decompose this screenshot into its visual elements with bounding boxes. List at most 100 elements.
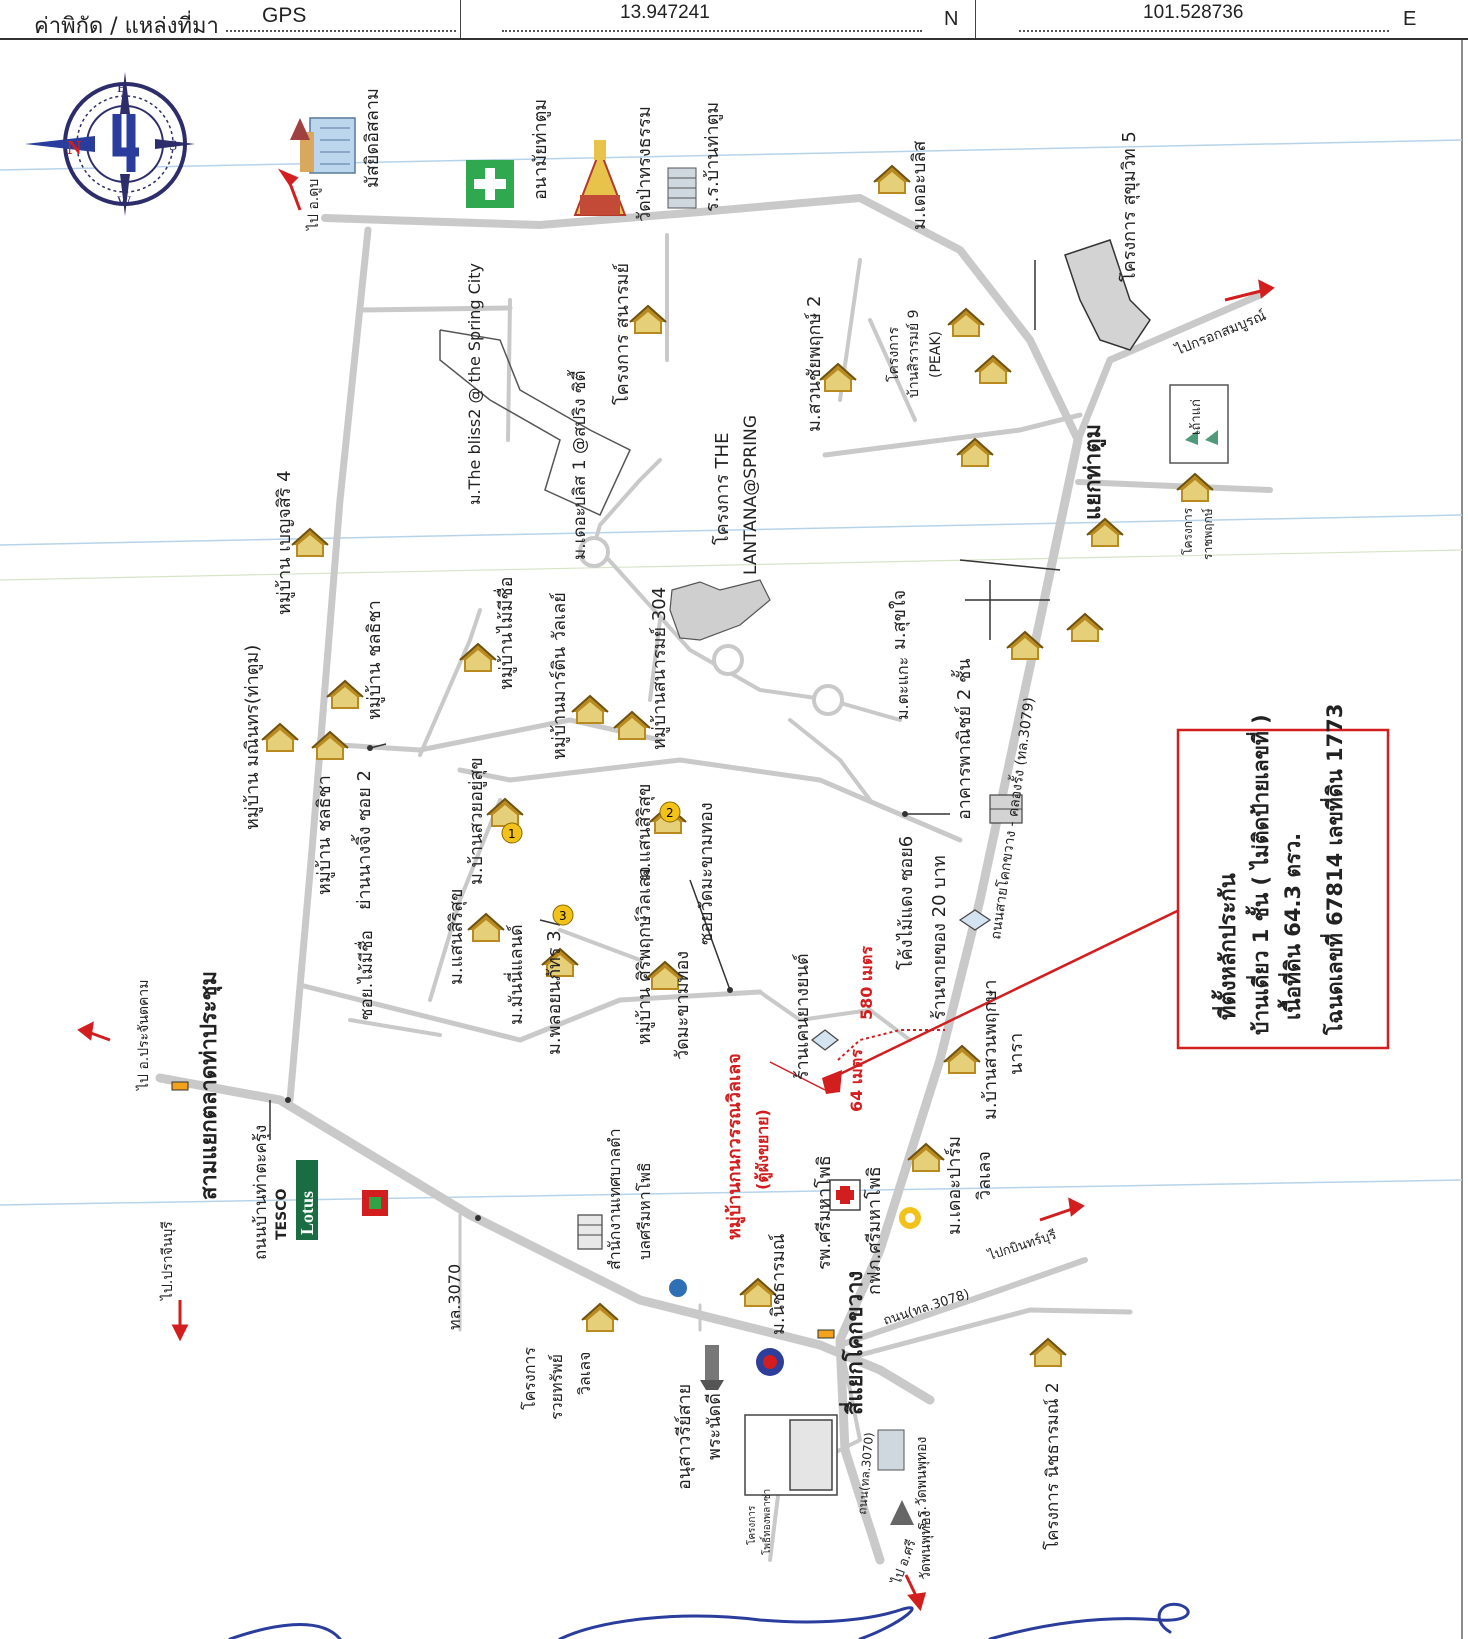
house-icon [947, 308, 985, 338]
collateral-info-box: ที่ตั้งหลักประกัน บ้านเดี่ยว 1 ชั้น ( ไม… [1176, 704, 1390, 1050]
label-tankpak: ม.ตะแกะ [893, 657, 912, 720]
house-icon [291, 528, 329, 558]
label-thatum-junction: แยกท่าตูม [1081, 424, 1107, 520]
label-parkyon3: ม.พลอยนภัทร 3 [544, 930, 565, 1055]
label-sukhumvit5: โครงการ สุขุมวิท 5 [1118, 131, 1140, 282]
label-dist580: 580 เมตร [857, 946, 876, 1020]
map-label: บลศรีมหาโพธิ [635, 1162, 654, 1260]
label-to-ubon: ไป อ.ดูบ [305, 179, 322, 231]
label-decharat-village: ม.เดอะปาร์ม [944, 1136, 965, 1235]
map-label: ที่ตั้งหลักประกัน [1211, 873, 1241, 1020]
label-shop-car: ร้านเคนยางยนต์ [792, 953, 813, 1080]
compass-w: W [117, 194, 132, 210]
label-to-prachan2: ไปกบินทร์บุรี [985, 1227, 1058, 1264]
label-manintorn: หมู่บ้าน มณินทร(ท่าตูม) [242, 645, 263, 830]
house-icon [311, 731, 349, 761]
label-hosp-srimaha: รพ.ศรีมหาโพธิ [813, 1155, 835, 1270]
label-monument: อนุสาวรีย์สาย [674, 1384, 695, 1490]
gas-station-icon [756, 1348, 784, 1376]
house-icon [974, 355, 1012, 385]
temple-icon [890, 1500, 914, 1525]
label-chollada-north: หมู่บ้าน ชลธิชา [364, 600, 385, 720]
collateral-marker [769, 898, 1201, 1094]
shop-icon [811, 1029, 839, 1051]
label-school-watphu: ร.ร.วัดพนพุทอง [914, 1437, 930, 1530]
house-icon [819, 363, 857, 393]
house-icon [873, 165, 911, 195]
map-label: วิลเลจ [575, 1352, 594, 1395]
coord-label: ค่าพิกัด / แหล่งที่มา [34, 14, 219, 39]
map-label: โครงการ [520, 1347, 539, 1410]
house-icon [571, 695, 609, 725]
house-icon [943, 1045, 981, 1075]
map-label: 1 [508, 827, 516, 841]
map-label: TESCO [274, 1189, 290, 1240]
label-suanchai: ม.สวนชัยพฤกษ์ 2 [804, 296, 825, 432]
house-icon [956, 438, 994, 468]
label-suanprueksa: ม.บ้านสวนพฤกษา [980, 980, 1001, 1120]
label-sansirisuk-b: ม.แสนสิริสุข [446, 889, 467, 985]
house-icon [613, 711, 651, 741]
label-sriprueksa: หมู่บ้าน ศิริพฤกษ์วิลเลจ [634, 866, 655, 1045]
school-icon [667, 167, 697, 209]
traffic-light-icon [171, 1081, 189, 1091]
store-logo-icon [362, 1190, 388, 1216]
label-bliss2: ม.The bliss2 @ the Spring City [465, 263, 484, 505]
house-icon [629, 305, 667, 335]
label-school-thatum: ร.ร.บ้านท่าตูม [702, 102, 723, 212]
project-plan-icon [669, 579, 771, 641]
map-label: รวยทรัพย์ [547, 1354, 566, 1420]
label-nara: นารา [1006, 1033, 1027, 1075]
health-cross-icon [466, 160, 514, 208]
house-icon [486, 798, 524, 828]
map-label: LANTANA@SPRING [741, 415, 761, 575]
coordinate-header: ค่าพิกัด / แหล่งที่มา GPS 13.947241 N 10… [0, 0, 1468, 40]
shop-icon [958, 909, 992, 931]
label-health: อนามัยท่าตูม [530, 99, 551, 200]
label-to-prachantakham: ไป อ.ประจันตคาม [135, 980, 152, 1091]
map-label: โครงการ [885, 326, 902, 382]
map-label: Lotus [297, 1191, 317, 1235]
label-to-prachinburi: ไป.ปราจีนบุรี [159, 1221, 176, 1301]
commercial-building-icon [989, 794, 1023, 824]
map-label: เถ้าแก่ [1189, 399, 1204, 435]
label-maimichue-north: หมู่บ้านไม้มีชื่อ [493, 577, 517, 690]
poultry-icon [1169, 384, 1229, 464]
market-plan-icon [744, 1414, 838, 1496]
map-label: บ้านเดี่ยว 1 ชั้น ( ไม่ติดป้ายเลขที่ ) [1245, 714, 1273, 1035]
map-label: พระนัดดี [704, 1393, 725, 1460]
mosque-icon [290, 117, 356, 174]
house-icon [1176, 473, 1214, 503]
house-icon [581, 1303, 619, 1333]
coord-lng-cell: 101.528736 E [975, 0, 1468, 38]
map-label: โฉนดเลขที่ 67814 เลขที่ดิน 1773 [1319, 704, 1347, 1037]
house-icon [261, 723, 299, 753]
signature-strokes [228, 1602, 1190, 1639]
coord-source-cell: ค่าพิกัด / แหล่งที่มา GPS [0, 0, 461, 39]
monument-icon [700, 1345, 724, 1390]
tesco-lotus-logo: TESCO Lotus [274, 1160, 318, 1240]
temple-icon [573, 140, 627, 216]
label-mansuk: ม.สุขใจ [888, 590, 910, 650]
label-sanarom: โครงการ สนารมย์ [611, 263, 633, 405]
house-icon [326, 680, 364, 710]
map-label: บ้านสิรารมย์ 9 [905, 309, 922, 398]
coord-lat-cell: 13.947241 N [460, 0, 976, 38]
label-to-bottom: ไป อ.ศรี [888, 1538, 919, 1588]
label-wat-makhamthong: วัดมะขามทอง [672, 951, 693, 1060]
label-shop20: ร้านขายของ 20 บาท [929, 855, 950, 1020]
label-yannangying: ย่านนางจิ้ง ซอย 2 [351, 770, 375, 910]
compass-s: S [169, 138, 177, 154]
school-icon [877, 1429, 905, 1471]
map-label: เนื้อที่ดิน 64.3 ตรว. [1277, 833, 1305, 1020]
label-mosque: มัสยิดอิสลาม [362, 88, 383, 188]
coord-lng-suffix: E [1403, 8, 1417, 30]
coord-lat: 13.947241 [620, 2, 710, 23]
label-sam-yaek: สามแยกตลาดท่าประชุม [197, 971, 223, 1200]
label-decharat-top: ม.เดอะบลิส [909, 141, 930, 230]
compass-rose: N E S W [25, 72, 195, 216]
map-label: (PEAK) [928, 331, 944, 378]
label-road3070b: ถนน(ทล.3070) [855, 1432, 876, 1516]
label-pea-srimaha: กฟภ.ศรีมหาโพธิ [863, 1166, 885, 1295]
